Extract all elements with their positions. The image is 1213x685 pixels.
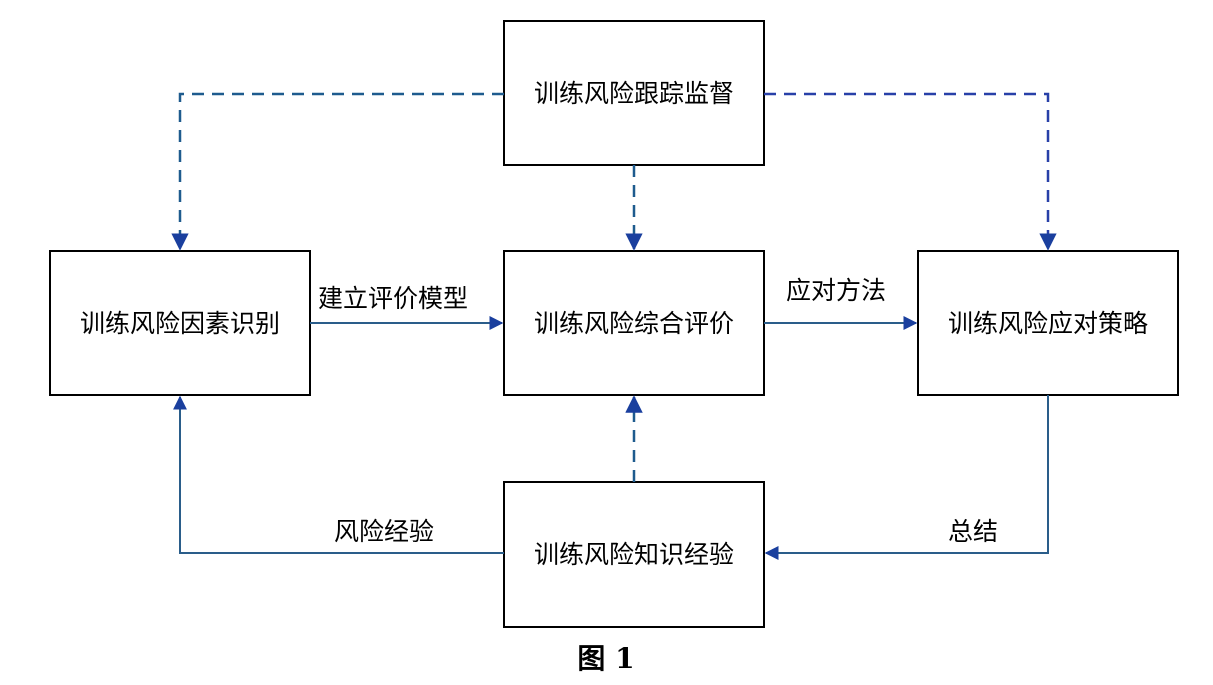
node-evaluate-label: 训练风险综合评价 [534, 309, 734, 338]
node-knowledge-label: 训练风险知识经验 [534, 540, 734, 569]
node-supervise-label: 训练风险跟踪监督 [534, 79, 734, 108]
node-strategy-label: 训练风险应对策略 [948, 309, 1148, 338]
edge-label-build-model: 建立评价模型 [318, 284, 468, 313]
node-strategy: 训练风险应对策略 [917, 250, 1179, 396]
node-evaluate: 训练风险综合评价 [503, 250, 765, 396]
node-identify-label: 训练风险因素识别 [80, 309, 280, 338]
edge-label-risk-experience: 风险经验 [334, 517, 434, 546]
node-identify: 训练风险因素识别 [49, 250, 311, 396]
edge-label-response-method: 应对方法 [786, 276, 886, 305]
edge-knowledge-to-identify [173, 395, 504, 554]
figure-caption: 图 1 [577, 642, 634, 675]
edge-supervise-to-strategy [764, 92, 1057, 251]
edge-strategy-to-knowledge [764, 395, 1049, 560]
edge-supervise-to-identify [171, 92, 504, 251]
edge-label-summary: 总结 [948, 517, 998, 546]
node-supervise: 训练风险跟踪监督 [503, 20, 765, 166]
node-knowledge: 训练风险知识经验 [503, 481, 765, 628]
